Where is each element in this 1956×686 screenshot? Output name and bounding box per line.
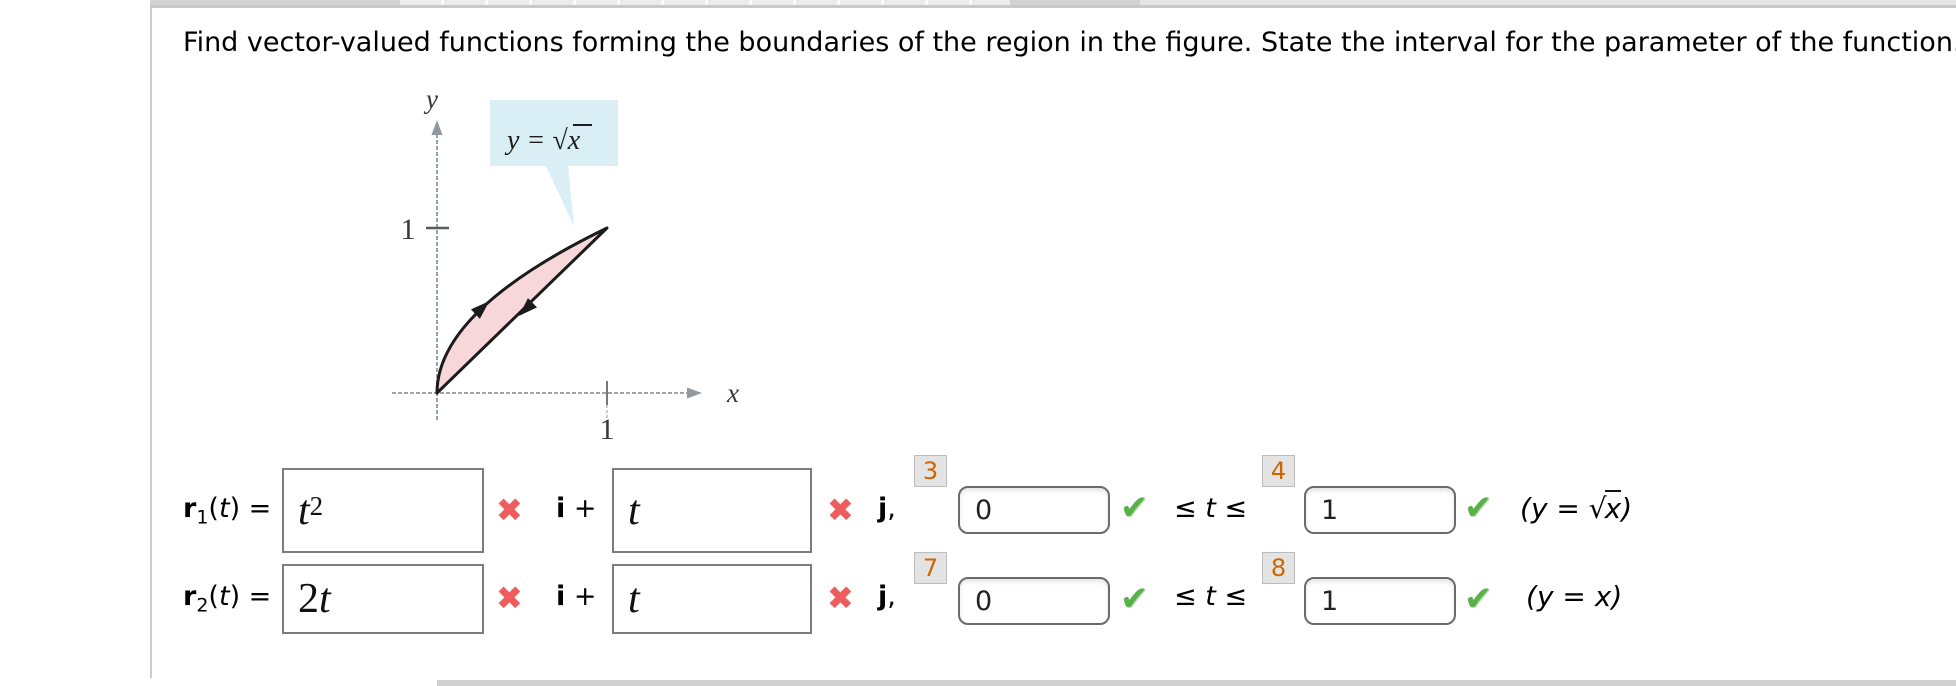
r2-upper-correct-icon: ✔ [1464, 579, 1493, 619]
r2-lower-bound-badge: 7 [914, 552, 947, 584]
x-axis-arrow-icon [687, 387, 702, 399]
r1-j-unit-vector-label: j, [878, 493, 896, 524]
top-strip-cells [400, 0, 1010, 5]
r1-lower-correct-icon: ✔ [1120, 488, 1149, 528]
line-direction-arrow-icon [518, 298, 537, 316]
content-bottom-border [437, 680, 1956, 686]
r1-curve-note: (y = √x) [1520, 490, 1633, 525]
r1-j-component-input[interactable]: t [612, 468, 812, 553]
r1-upper-correct-icon: ✔ [1464, 488, 1493, 528]
x-axis-label: x [726, 378, 739, 408]
problem-statement: Find vector-valued functions forming the… [183, 27, 1956, 58]
r1-upper-bound-badge: 4 [1262, 455, 1295, 487]
x-tick-label: 1 [600, 413, 615, 446]
content-left-border [150, 8, 152, 678]
r2-upper-bound-badge: 8 [1262, 552, 1295, 584]
r2-j-unit-vector-label: j, [878, 581, 896, 612]
callout-label: y = √x [504, 125, 581, 156]
top-strip-divider [150, 5, 1956, 8]
callout-box [490, 100, 618, 166]
r2-upper-bound-input[interactable]: 1 [1304, 577, 1456, 625]
r1-upper-bound-input[interactable]: 1 [1304, 486, 1456, 534]
r2-interval-label: ≤ t ≤ [1174, 581, 1248, 612]
y-axis-arrow-icon [431, 120, 443, 135]
top-strip-segment [1010, 0, 1140, 5]
r2-i-incorrect-icon: ✖ [496, 579, 523, 617]
r1-lower-bound-input[interactable]: 0 [958, 486, 1110, 534]
r2-lower-bound-input[interactable]: 0 [958, 577, 1110, 625]
r2-curve-note: (y = x) [1526, 580, 1623, 613]
r1-i-unit-vector-label: i + [556, 493, 597, 524]
r1-j-incorrect-icon: ✖ [827, 491, 854, 529]
r2-j-component-input[interactable]: t [612, 564, 812, 634]
r2-j-incorrect-icon: ✖ [827, 579, 854, 617]
r1-function-label: r1(t) = [183, 493, 272, 529]
r1-interval-label: ≤ t ≤ [1174, 493, 1248, 524]
y-axis-label: y [423, 84, 438, 114]
r1-lower-bound-badge: 3 [914, 455, 947, 487]
top-strip-segment [1140, 0, 1956, 5]
r1-i-incorrect-icon: ✖ [496, 491, 523, 529]
y-tick-label: 1 [401, 213, 416, 246]
r2-function-label: r2(t) = [183, 581, 272, 617]
top-strip-segment [150, 0, 400, 5]
callout-tail [545, 164, 574, 226]
r2-i-unit-vector-label: i + [556, 581, 597, 612]
curve-direction-arrow-icon [470, 301, 490, 319]
figure-graph: y x 1 1 y = √x [392, 84, 739, 446]
r2-lower-correct-icon: ✔ [1120, 579, 1149, 619]
